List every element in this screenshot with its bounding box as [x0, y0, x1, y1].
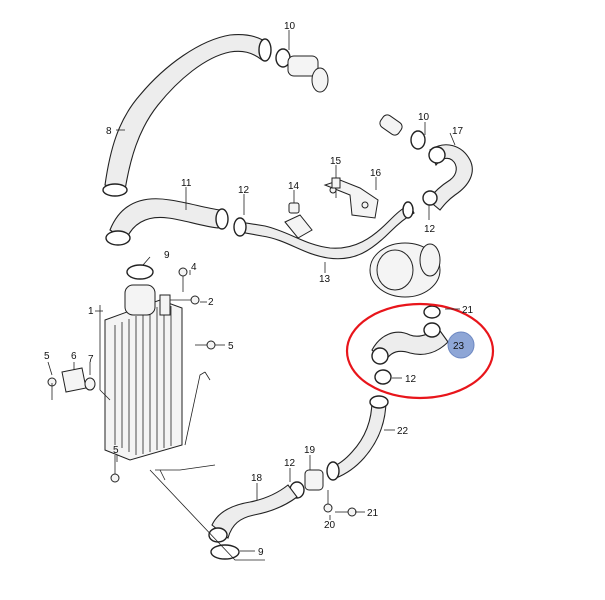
hose-22 — [326, 395, 389, 481]
hose-upper-8 — [102, 34, 272, 197]
bolt-15 — [331, 177, 341, 198]
hose-17 — [379, 114, 473, 211]
bracket-6 — [47, 367, 96, 393]
bolt-5a — [195, 340, 216, 350]
bolt-2 — [170, 295, 200, 305]
label-10-top: 10 — [284, 21, 296, 32]
label-21-lower: 21 — [367, 508, 379, 519]
label-5-left: 5 — [44, 351, 50, 362]
label-21-upper: 21 — [462, 305, 474, 316]
pipe-13 — [233, 201, 415, 260]
label-23[interactable]: 23 — [453, 341, 465, 352]
label-7: 7 — [88, 354, 94, 365]
label-14: 14 — [288, 181, 300, 192]
label-12-right: 12 — [424, 224, 436, 235]
label-11: 11 — [181, 178, 192, 189]
part-labels: 10 8 11 12 14 15 16 10 17 12 13 9 4 2 1 … — [44, 21, 474, 558]
label-15: 15 — [330, 156, 342, 167]
label-12-lower: 12 — [284, 458, 296, 469]
fitting-top-10 — [275, 48, 329, 93]
bolt-4 — [178, 267, 188, 292]
label-1: 1 — [88, 306, 94, 317]
highlight-ring — [345, 302, 495, 400]
label-10-right: 10 — [418, 112, 430, 123]
callout-marker-23[interactable] — [447, 331, 475, 359]
label-13: 13 — [319, 274, 331, 285]
label-19: 19 — [304, 445, 316, 456]
bolt-21b — [335, 507, 357, 517]
bolt-20 — [323, 490, 333, 513]
label-22: 22 — [397, 426, 409, 437]
label-4: 4 — [191, 262, 197, 273]
label-12-upper: 12 — [238, 185, 250, 196]
label-5-bottom: 5 — [113, 445, 119, 456]
label-6: 6 — [71, 351, 77, 362]
label-12-middle: 12 — [405, 374, 417, 385]
label-9-lower: 9 — [258, 547, 264, 558]
bolt-5c — [110, 455, 120, 483]
assembly-frame-lines — [99, 305, 265, 561]
label-2: 2 — [208, 297, 214, 308]
turbocharger — [369, 242, 441, 298]
hose-18 — [208, 484, 298, 560]
label-20: 20 — [324, 520, 336, 531]
label-8: 8 — [106, 126, 112, 137]
hose-23 — [371, 305, 449, 385]
intercooler — [104, 264, 183, 461]
nut-14 — [288, 202, 300, 214]
label-16: 16 — [370, 168, 382, 179]
label-5-right: 5 — [228, 341, 234, 352]
label-9-upper: 9 — [164, 250, 170, 261]
hose-11 — [105, 198, 229, 246]
label-17: 17 — [452, 126, 464, 137]
leader-lines — [47, 30, 460, 552]
label-18: 18 — [251, 473, 263, 484]
